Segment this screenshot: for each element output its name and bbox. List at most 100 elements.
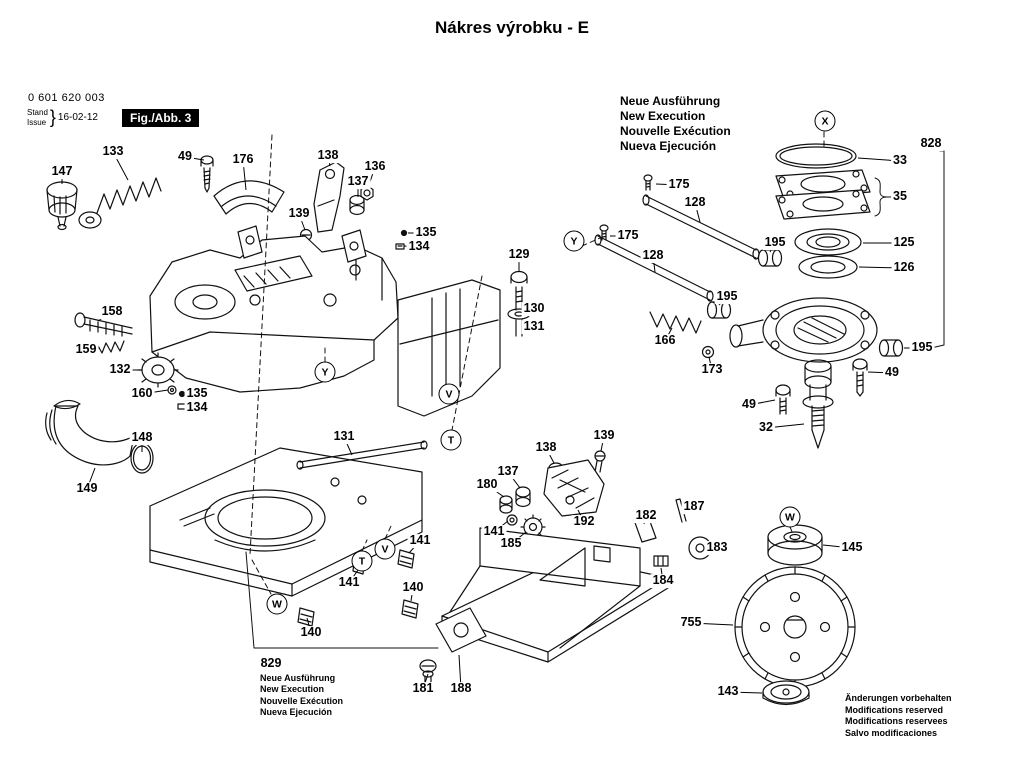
construction-lines: [249, 131, 825, 595]
part-callout-40-755: 755: [678, 615, 704, 630]
part-callout-24-140: 140: [400, 580, 426, 595]
note-line: New Execution: [260, 684, 325, 695]
part-callout-8-135: 135: [413, 225, 439, 240]
part-32-spindle: [802, 359, 834, 449]
part-137-sleeve-topleft: [349, 194, 365, 216]
part-175-screw-b: [599, 224, 609, 241]
part-callout-32-139: 139: [591, 428, 617, 443]
part-136-nut: [360, 185, 374, 201]
view-marker-4-T: T: [440, 429, 462, 451]
note-line: Nouvelle Exécution: [260, 695, 344, 706]
part-callout-45-175: 175: [615, 228, 641, 243]
part-callout-11-130: 130: [521, 301, 547, 316]
part-callout-28-188: 188: [448, 681, 474, 696]
part-callout-36-182: 182: [633, 508, 659, 523]
part-141-washer-mid: [506, 514, 518, 526]
part-33-oring: [775, 143, 857, 169]
part-128-rod-a: [642, 194, 760, 260]
part-184-clip: [653, 555, 669, 567]
part-callout-1-147: 147: [49, 164, 75, 179]
part-181-screw: [419, 659, 437, 685]
stand-label: Stand: [27, 107, 48, 117]
part-callout-20-149: 149: [74, 481, 100, 496]
part-188-plate: [435, 607, 487, 653]
part-159-spring: [96, 340, 125, 354]
part-145-flange: [767, 524, 823, 566]
view-marker-7-W: W: [266, 593, 288, 615]
part-176-cover: [213, 180, 285, 215]
note-line: Salvo modificaciones: [845, 728, 938, 739]
part-callout-56-33: 33: [891, 153, 909, 168]
part-140-clip-b: [297, 607, 315, 627]
part-138-lever-topleft: [313, 161, 345, 233]
view-marker-5-V: V: [374, 538, 396, 560]
part-callout-49-166: 166: [652, 333, 678, 348]
part-callout-17-135: 135: [184, 386, 210, 401]
part-146-washer: [78, 211, 102, 229]
part-149-elbow: [45, 399, 135, 466]
part-callout-13-158: 158: [99, 304, 125, 319]
part-callout-55-828: 828: [918, 136, 944, 151]
part-callout-38-183: 183: [704, 540, 730, 555]
part-callout-46-128: 128: [640, 248, 666, 263]
part-callout-16-160: 160: [129, 386, 155, 401]
part-166-spring: [649, 311, 702, 334]
part-125-bearing: [794, 228, 862, 256]
note-line: Nouvelle Exécution: [620, 124, 731, 138]
note-line: Modifications reserved: [845, 704, 944, 715]
part-195-bushing-right: [878, 339, 904, 357]
part-callout-15-132: 132: [107, 362, 133, 377]
stand-issue-labels: Stand Issue: [27, 108, 48, 127]
note-line: Änderungen vorbehalten: [845, 693, 952, 703]
view-marker-3-V: V: [438, 383, 460, 405]
part-callout-22-141: 141: [407, 533, 433, 548]
part-callout-39-184: 184: [650, 573, 676, 588]
part-callout-50-173: 173: [699, 362, 725, 377]
product-number: 0 601 620 003: [28, 92, 105, 104]
figure-badge: Fig./Abb. 3: [122, 109, 200, 127]
part-147-knob: [46, 181, 78, 231]
part-callout-54-32: 32: [757, 420, 775, 435]
part-callout-43-175: 175: [666, 177, 692, 192]
view-marker-1-Y: Y: [563, 230, 585, 252]
part-192-lever: [543, 459, 605, 517]
part-callout-31-138: 138: [533, 440, 559, 455]
part-35-gasket-plates: [775, 169, 871, 220]
part-143-flange: [762, 680, 810, 706]
part-callout-10-129: 129: [506, 247, 532, 262]
part-callout-52-49: 49: [883, 365, 901, 380]
part-callout-29-180: 180: [474, 477, 500, 492]
part-callout-21-131: 131: [331, 429, 357, 444]
part-callout-51-195: 195: [909, 340, 935, 355]
part-callout-37-187: 187: [681, 499, 707, 514]
part-callout-30-137: 137: [495, 464, 521, 479]
view-marker-6-T: T: [351, 550, 373, 572]
view-marker-8-W: W: [779, 506, 801, 528]
issue-label: Issue: [27, 117, 47, 127]
part-callout-0-133: 133: [100, 144, 126, 159]
part-133-spring: [96, 177, 162, 214]
part-callout-53-49: 49: [740, 397, 758, 412]
part-callout-26-829: 829: [258, 656, 284, 671]
part-126-ring: [798, 255, 858, 279]
brace-glyph: }: [49, 107, 56, 127]
part-755-blade: [734, 566, 856, 688]
part-195-bushing-mid: [757, 249, 783, 267]
part-49-screw-right: [852, 358, 868, 397]
note-line: Neue Ausführung: [620, 94, 721, 108]
part-callout-9-134: 134: [406, 239, 432, 254]
part-132-knob: [137, 352, 179, 388]
part-callout-12-131: 131: [521, 319, 547, 334]
view-marker-2-Y: Y: [314, 361, 336, 383]
part-135-pin-left: [178, 390, 186, 398]
page-title: Nákres výrobku - E: [434, 18, 589, 37]
part-callout-44-128: 128: [682, 195, 708, 210]
part-140-clip-a: [401, 599, 419, 619]
part-134-clip-top: [395, 243, 405, 250]
part-callout-34-185: 185: [498, 536, 524, 551]
